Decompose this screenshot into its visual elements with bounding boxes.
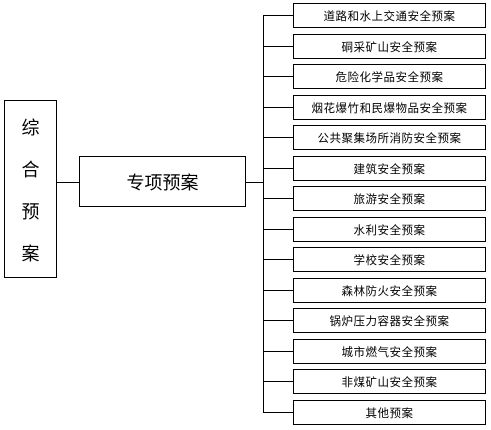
middle-node: 专项预案 [79, 156, 246, 207]
plan-item-box: 旅游安全预案 [293, 186, 486, 211]
root-node-char: 案 [21, 244, 40, 265]
connector-middle-trunk [246, 182, 264, 183]
plan-item-box: 其他预案 [293, 400, 486, 425]
branch-connector [263, 351, 293, 352]
branch-connector [263, 15, 293, 16]
branch-connector [263, 46, 293, 47]
vertical-trunk-line [263, 15, 264, 413]
plan-item-box: 锅炉压力容器安全预案 [293, 308, 486, 333]
branch-connector [263, 76, 293, 77]
plan-item-box: 硐采矿山安全预案 [293, 34, 486, 59]
plan-item-box: 学校安全预案 [293, 247, 486, 272]
branch-connector [263, 198, 293, 199]
plan-item-box: 非煤矿山安全预案 [293, 369, 486, 394]
branch-connector [263, 229, 293, 230]
plan-item-box: 水利安全预案 [293, 217, 486, 242]
plan-item-box: 森林防火安全预案 [293, 278, 486, 303]
branch-connector [263, 137, 293, 138]
plan-item-box: 建筑安全预案 [293, 156, 486, 181]
branch-connector [263, 168, 293, 169]
root-node-char: 合 [21, 160, 40, 181]
branch-connector [263, 290, 293, 291]
connector-root-middle [57, 182, 79, 183]
root-node-char: 综 [21, 118, 40, 139]
plan-item-box: 道路和水上交通安全预案 [293, 3, 486, 28]
root-node-char: 预 [21, 202, 40, 223]
branch-connector [263, 259, 293, 260]
plan-item-box: 城市燃气安全预案 [293, 339, 486, 364]
branch-connector [263, 320, 293, 321]
plan-item-box: 危险化学品安全预案 [293, 64, 486, 89]
plan-item-box: 公共聚集场所消防安全预案 [293, 125, 486, 150]
branch-connector [263, 381, 293, 382]
plan-item-box: 烟花爆竹和民爆物品安全预案 [293, 95, 486, 120]
branch-connector [263, 412, 293, 413]
branch-connector [263, 107, 293, 108]
root-node: 综 合 预 案 [4, 100, 57, 278]
